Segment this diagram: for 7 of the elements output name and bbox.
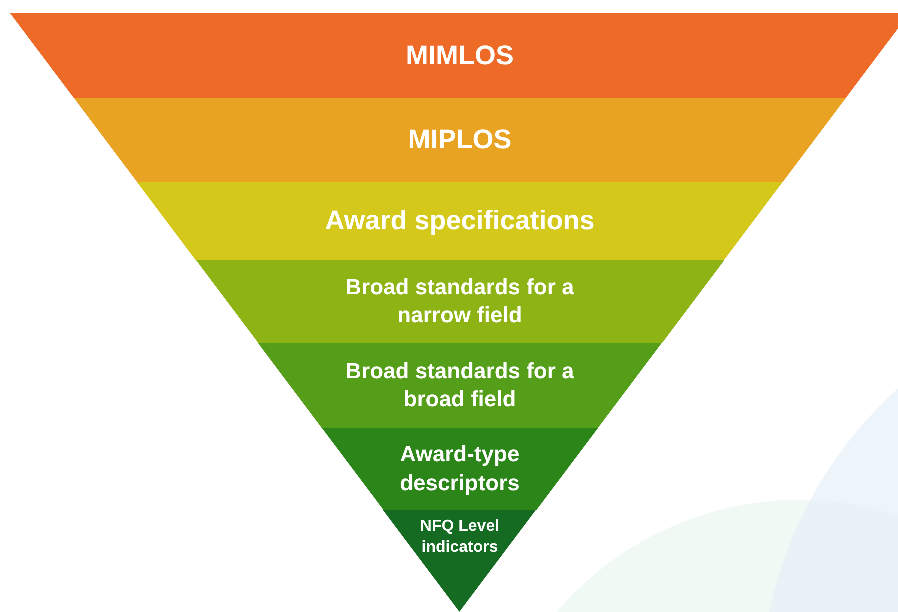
band-label: NFQ Level indicators — [419, 517, 501, 558]
band-label: Broad standards for a broad field — [344, 356, 576, 414]
band-label: Award specifications — [324, 204, 596, 238]
band-label: Award-type descriptors — [399, 440, 521, 498]
band-label: MIMLOS — [405, 38, 515, 72]
band-label: Broad standards for a narrow field — [344, 272, 576, 330]
band-label: MIPLOS — [407, 123, 513, 156]
